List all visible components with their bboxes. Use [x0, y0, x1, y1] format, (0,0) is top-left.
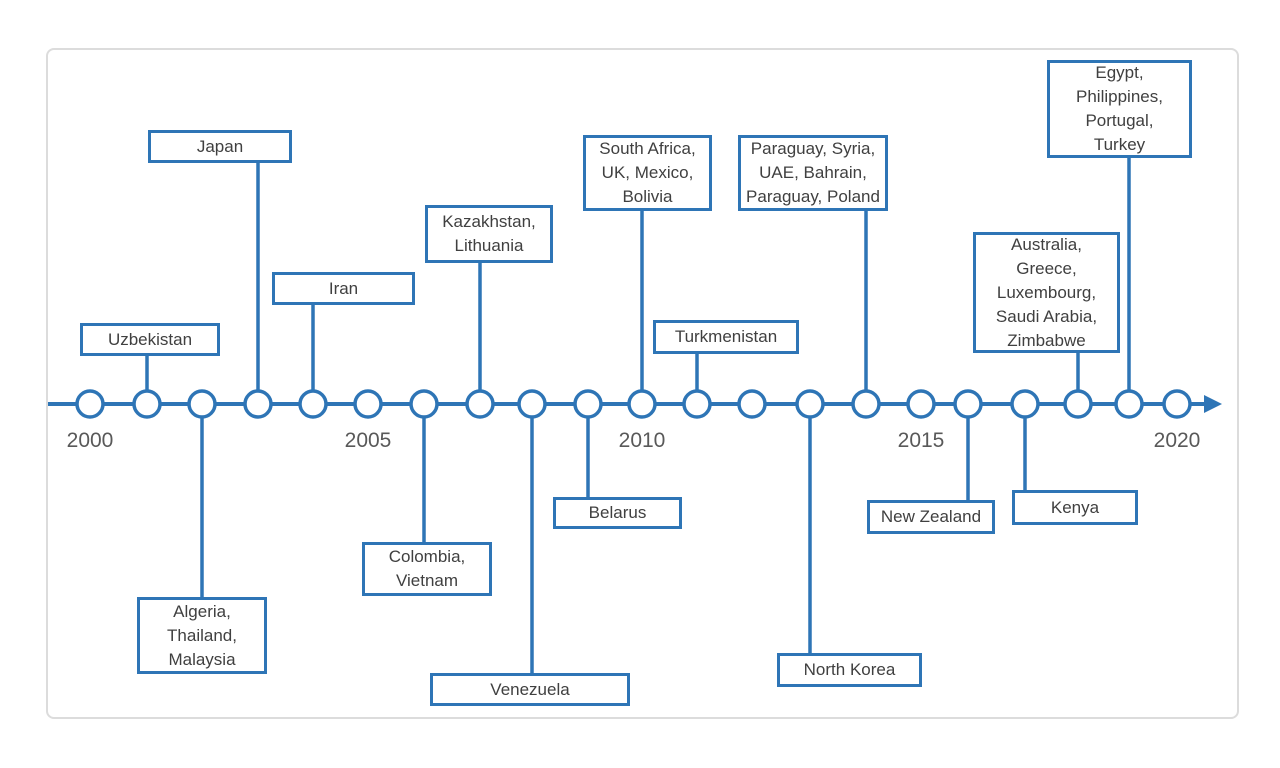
event-label-text: North Korea: [803, 660, 896, 679]
event-label-text: Kenya: [1050, 497, 1100, 517]
timeline-node-2018: [1063, 389, 1093, 419]
timeline-node-2017: [1010, 389, 1040, 419]
event-label-text: Australia,Greece,Luxembourg,Saudi Arabia…: [995, 234, 1098, 350]
event-label-text: Japan: [196, 136, 244, 156]
event-label-text: Paraguay, Syria,UAE, Bahrain,Paraguay, P…: [746, 139, 880, 206]
event-label-2013: North Korea: [777, 653, 922, 687]
year-label-2010: 2010: [618, 429, 666, 452]
event-label-text: Venezuela: [490, 679, 570, 699]
timeline-node-2013: [795, 389, 825, 419]
year-label-2000: 2000: [66, 429, 114, 452]
timeline-node-2009: [573, 389, 603, 419]
timeline-node-2007: [465, 389, 495, 419]
event-label-2010: South Africa,UK, Mexico,Bolivia: [583, 135, 712, 211]
timeline-node-2010: [627, 389, 657, 419]
event-label-text: Uzbekistan: [107, 329, 193, 349]
timeline-node-2004: [298, 389, 328, 419]
event-label-text: Algeria,Thailand,Malaysia: [167, 601, 237, 669]
timeline-node-2012: [737, 389, 767, 419]
event-label-2018: Australia,Greece,Luxembourg,Saudi Arabia…: [973, 232, 1120, 353]
diagram-border: [46, 48, 1239, 719]
timeline-node-2014: [851, 389, 881, 419]
event-label-2002: Algeria,Thailand,Malaysia: [137, 597, 267, 674]
timeline-arrow-icon: [1204, 395, 1222, 413]
year-label-2020: 2020: [1153, 429, 1201, 452]
timeline-node-2011: [682, 389, 712, 419]
timeline-node-2020: [1162, 389, 1192, 419]
timeline-node-2006: [409, 389, 439, 419]
event-label-2016: New Zealand: [867, 500, 995, 534]
year-label-2005: 2005: [344, 429, 392, 452]
event-label-2008: Venezuela: [430, 673, 630, 706]
event-label-2017: Kenya: [1012, 490, 1138, 525]
event-label-text: New Zealand: [880, 507, 982, 526]
year-label-2015: 2015: [897, 429, 945, 452]
event-label-text: Colombia,Vietnam: [388, 547, 466, 590]
event-label-2006: Colombia,Vietnam: [362, 542, 492, 596]
timeline-node-2000: [75, 389, 105, 419]
timeline-node-2005: [353, 389, 383, 419]
event-label-2019: Egypt,Philippines,Portugal,Turkey: [1047, 60, 1192, 158]
event-label-text: Turkmenistan: [674, 327, 778, 346]
timeline-node-2003: [243, 389, 273, 419]
event-label-text: South Africa,UK, Mexico,Bolivia: [599, 139, 696, 206]
timeline-node-2008: [517, 389, 547, 419]
event-label-2003: Japan: [148, 130, 292, 163]
event-label-2007: Kazakhstan,Lithuania: [425, 205, 553, 263]
event-label-2009: Belarus: [553, 497, 682, 529]
event-label-text: Iran: [328, 278, 359, 298]
timeline-node-2016: [953, 389, 983, 419]
event-label-2014: Paraguay, Syria,UAE, Bahrain,Paraguay, P…: [738, 135, 888, 211]
event-label-text: Kazakhstan,Lithuania: [442, 212, 536, 255]
timeline-node-2019: [1114, 389, 1144, 419]
event-label-2001: Uzbekistan: [80, 323, 220, 356]
event-label-text: Belarus: [588, 503, 647, 522]
event-label-text: Egypt,Philippines,Portugal,Turkey: [1076, 63, 1163, 154]
event-label-2011: Turkmenistan: [653, 320, 799, 354]
event-label-2004: Iran: [272, 272, 415, 305]
timeline-node-2015: [906, 389, 936, 419]
timeline-node-2001: [132, 389, 162, 419]
timeline-node-2002: [187, 389, 217, 419]
